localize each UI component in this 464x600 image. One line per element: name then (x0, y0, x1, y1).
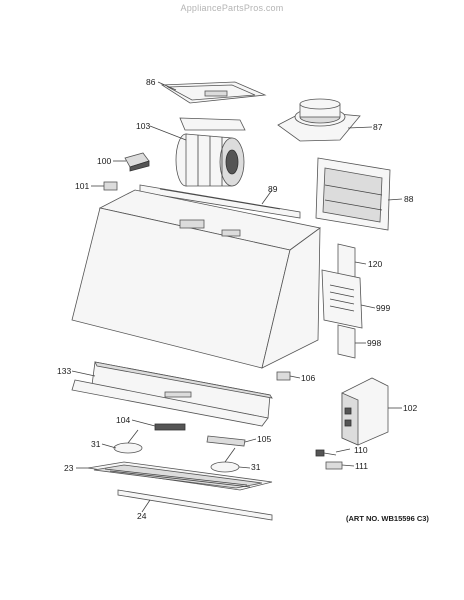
part-87-duct-collar (277, 98, 361, 142)
callout-86: 86 (146, 77, 156, 87)
part-88-damper-frame (315, 157, 391, 231)
callout-133: 133 (57, 366, 72, 376)
callout-106: 106 (301, 373, 316, 383)
part-31-lamp-left (113, 429, 143, 454)
part-101-bracket (103, 181, 118, 191)
callout-23: 23 (64, 463, 74, 473)
part-133-control-tray (71, 361, 273, 427)
part-111-connector (325, 461, 343, 470)
callout-998: 998 (367, 338, 382, 348)
callout-110: 110 (354, 445, 368, 455)
callout-101: 101 (75, 181, 90, 191)
callout-103: 103 (136, 121, 151, 131)
callout-102: 102 (403, 403, 418, 413)
part-999-manual (321, 269, 363, 329)
callout-31-left: 31 (91, 439, 101, 449)
callout-105: 105 (257, 434, 272, 444)
part-998-label (337, 324, 356, 359)
part-89-bracket (139, 184, 301, 219)
callout-120: 120 (368, 259, 383, 269)
callout-100: 100 (97, 156, 112, 166)
part-120-label (337, 243, 356, 279)
part-104-switch (154, 423, 186, 431)
callout-111: 111 (355, 461, 368, 471)
callout-87: 87 (373, 122, 383, 132)
art-number: (ART NO. WB15596 C3) (346, 514, 429, 523)
hood-body (71, 189, 321, 369)
callout-104: 104 (116, 415, 131, 425)
part-102-control-box (341, 377, 389, 446)
part-100-capacitor (124, 152, 150, 172)
leader-lines (71, 81, 403, 513)
part-103-blower (175, 117, 246, 187)
part-106-bracket (276, 371, 291, 381)
callout-24: 24 (137, 511, 147, 521)
part-110-connector (315, 449, 337, 457)
part-86-cover-plate (160, 81, 267, 104)
part-23-grease-filter (87, 461, 273, 491)
callout-89: 89 (268, 184, 278, 194)
callout-31-right: 31 (251, 462, 261, 472)
watermark: AppliancePartsPros.com (180, 3, 284, 13)
callout-999: 999 (376, 303, 391, 313)
callout-88: 88 (404, 194, 414, 204)
part-31-lamp-right (210, 447, 240, 473)
part-105-light-bracket (206, 435, 246, 447)
part-24-trim-strip (117, 489, 273, 521)
